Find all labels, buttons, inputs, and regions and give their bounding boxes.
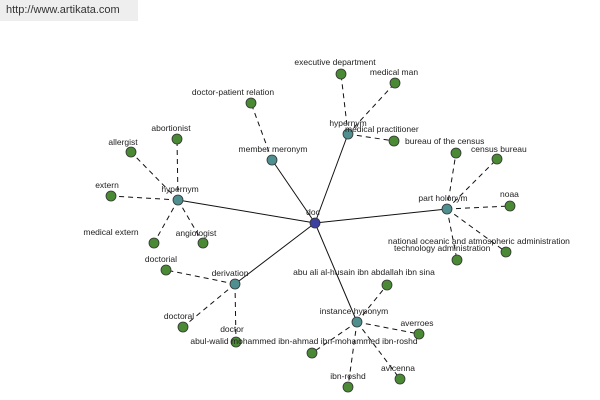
nodes-layer [105,68,516,393]
edge-member-meronym-to-doctor-patient-relation [250,102,273,161]
edge-derivation-to-doctorial [165,269,236,285]
leaf-label-census-bureau: census bureau [471,144,527,154]
edge-doc-to-hypernym-top [314,133,349,224]
edge-part-holonym-to-noaa-full [446,208,507,253]
edge-instance-hyponym-to-averroes [356,321,420,335]
leaf-node-extern[interactable] [105,190,117,202]
leaf-node-angiologist[interactable] [197,237,209,249]
leaf-label-doctor-patient-relation: doctor-patient relation [192,87,274,97]
edge-hypernym-top-to-medical-practitioner [347,133,395,142]
relation-node-member-meronym[interactable] [266,154,278,166]
relation-node-part-holonym[interactable] [441,203,453,215]
edge-part-holonym-to-noaa [446,205,511,210]
source-url-watermark: http://www.artikata.com [0,0,138,21]
leaf-node-avicenna-full[interactable] [381,279,393,291]
leaf-node-bureau-of-the-census[interactable] [450,147,462,159]
leaf-node-averroes-full[interactable] [306,347,318,359]
edge-doc-to-part-holonym [314,208,448,224]
leaf-label-bureau-of-the-census: bureau of the census [405,136,484,146]
edge-instance-hyponym-to-averroes-full [311,321,358,354]
leaf-label-abortionist: abortionist [151,123,191,133]
leaf-label-avicenna: avicenna [381,363,415,373]
leaf-node-technology-administration[interactable] [451,254,463,266]
edge-part-holonym-to-bureau-of-the-census [446,152,457,210]
leaf-label-medical-man: medical man [370,67,418,77]
edge-instance-hyponym-to-avicenna-full [356,284,388,323]
leaf-label-doctorial: doctorial [145,254,177,264]
leaf-node-avicenna[interactable] [394,373,406,385]
leaf-node-doctoral[interactable] [177,321,189,333]
leaf-node-ibn-roshd[interactable] [342,381,354,393]
edge-hypernym-top-to-executive-department [340,73,349,135]
edge-doc-to-hypernym-left [177,199,316,224]
leaf-node-noaa-full[interactable] [500,246,512,258]
edge-hypernym-left-to-abortionist [176,138,179,201]
edge-hypernym-left-to-extern [110,195,179,201]
leaf-label-angiologist: angiologist [176,228,217,238]
relation-node-derivation[interactable] [229,278,241,290]
edge-derivation-to-doctor [234,283,237,343]
relation-node-instance-hyponym[interactable] [351,316,363,328]
leaf-label-averroes: averroes [400,318,433,328]
relation-label-member-meronym: member meronym [239,144,308,154]
leaf-node-noaa[interactable] [504,200,516,212]
center-node-label: doc [306,207,320,217]
leaf-label-ibn-roshd: ibn-roshd [330,371,366,381]
leaf-node-doctor[interactable] [230,336,242,348]
leaf-node-allergist[interactable] [125,146,137,158]
edge-hypernym-top-to-medical-man [347,82,396,135]
edge-instance-hyponym-to-avicenna [356,321,401,380]
leaf-label-medical-extern: medical extern [83,227,139,237]
relation-label-instance-hyponym: instance hyponym [320,306,389,316]
leaf-label-extern: extern [95,180,119,190]
leaf-label-executive-department: executive department [294,57,376,67]
relation-label-hypernym-top: hypernym [329,118,366,128]
leaf-label-technology-administration: technology administration [394,243,491,253]
relation-node-hypernym-top[interactable] [342,128,354,140]
edge-doc-to-member-meronym [271,159,316,224]
leaf-label-noaa: noaa [500,189,519,199]
edge-doc-to-derivation [234,222,316,285]
relation-label-part-holonym: part holonym [418,193,467,203]
leaf-node-medical-practitioner[interactable] [388,135,400,147]
leaf-label-medical-practitioner: medical practitioner [345,124,419,134]
edges-layer [110,73,511,388]
leaf-label-doctor: doctor [220,324,244,334]
leaf-node-doctor-patient-relation[interactable] [245,97,257,109]
leaf-node-medical-extern[interactable] [148,237,160,249]
leaf-node-abortionist[interactable] [171,133,183,145]
leaf-label-noaa-full: national oceanic and atmospheric adminis… [388,236,570,246]
edge-derivation-to-doctoral [182,283,236,328]
relation-node-hypernym-left[interactable] [172,194,184,206]
leaf-label-allergist: allergist [108,137,138,147]
leaf-node-executive-department[interactable] [335,68,347,80]
edge-instance-hyponym-to-ibn-roshd [347,321,358,388]
leaf-label-doctoral: doctoral [164,311,194,321]
leaf-label-avicenna-full: abu ali al-husain ibn abdallah ibn sina [293,267,435,277]
leaf-node-averroes[interactable] [413,328,425,340]
edge-hypernym-left-to-allergist [130,151,179,201]
leaf-label-averroes-full: abul-walid mohammed ibn-ahmad ibn-mohamm… [190,336,418,346]
leaf-node-census-bureau[interactable] [491,153,503,165]
relation-label-derivation: derivation [212,268,249,278]
center-node-doc[interactable] [309,217,321,229]
edge-hypernym-left-to-medical-extern [153,199,179,244]
leaf-node-medical-man[interactable] [389,77,401,89]
edge-part-holonym-to-census-bureau [446,158,498,210]
leaf-node-doctorial[interactable] [160,264,172,276]
edge-doc-to-instance-hyponym [314,222,358,323]
relation-label-hypernym-left: hypernym [161,184,198,194]
labels-layer: doc hypernym member meronym hypernym part ho… [83,57,570,381]
